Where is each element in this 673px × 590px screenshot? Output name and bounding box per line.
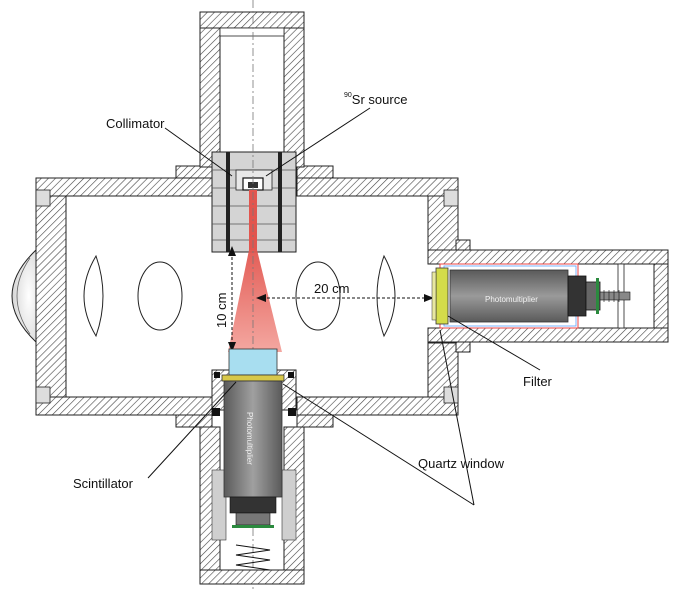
source-name: Sr source (352, 92, 408, 107)
bottom-pmt-label: Photomultiplier (245, 412, 254, 465)
bolts (212, 372, 296, 416)
filter-label: Filter (523, 374, 553, 389)
quartz-window-element (221, 374, 285, 382)
top-tube (199, 11, 305, 168)
collimator-label: Collimator (106, 116, 165, 131)
distance-10cm-label: 10 cm (214, 293, 229, 328)
scintillator-element (228, 348, 278, 376)
filter-element (431, 267, 449, 325)
side-photomultiplier (439, 263, 631, 329)
leader-lines (147, 107, 541, 506)
left-viewport-window (11, 248, 37, 344)
distance-20cm-label: 20 cm (314, 281, 349, 296)
quartz-window-label: Quartz window (418, 456, 505, 471)
source-label: 90Sr source (344, 92, 407, 107)
bottom-photomultiplier (223, 380, 283, 571)
right-arm (427, 239, 669, 353)
source-isotope-superscript: 90 (344, 92, 352, 99)
chamber-lenses (83, 254, 396, 338)
dimension-10cm (228, 246, 236, 352)
dimension-20cm (256, 294, 434, 302)
scintillator-label: Scintillator (73, 476, 134, 491)
side-pmt-label: Photomultiplier (485, 295, 538, 304)
chamber-walls (35, 165, 459, 428)
